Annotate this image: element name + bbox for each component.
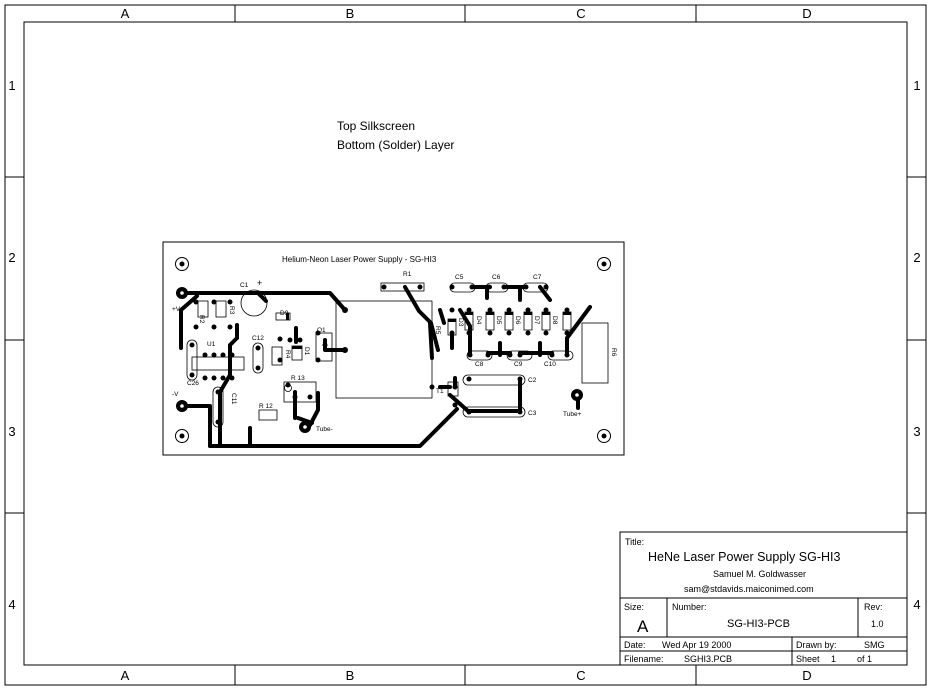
label-tube-plus: Tube+ (563, 411, 582, 418)
sheet-label: Sheet (796, 654, 820, 664)
label-q1: Q1 (317, 327, 326, 334)
label-r2: R2 (198, 315, 205, 324)
label-c2: C2 (528, 377, 537, 384)
zone-row-left-2: 2 (8, 250, 15, 265)
pcb-title: Helium-Neon Laser Power Supply - SG-HI3 (282, 255, 437, 264)
component-fills (286, 312, 571, 349)
label-c5: C5 (455, 274, 464, 281)
filename-label: Filename: (624, 654, 664, 664)
label-c9: C9 (514, 361, 523, 368)
number-value: SG-HI3-PCB (727, 618, 790, 630)
zone-row-right-1: 1 (913, 78, 920, 93)
zone-row-right-3: 3 (913, 424, 920, 439)
date-value: Wed Apr 19 2000 (662, 640, 731, 650)
zone-labels: A B C D A B C D 1 2 3 4 1 2 3 4 (8, 6, 920, 683)
label-d6: D6 (514, 316, 521, 325)
pcb-board: Helium-Neon Laser Power Supply - SG-HI3 (162, 241, 625, 456)
drawn-by-value: SMG (864, 640, 885, 650)
label-c8: C8 (475, 361, 484, 368)
label-c1: C1 (240, 282, 249, 289)
filename-value: SGHI3.PCB (684, 654, 732, 664)
label-d3: D3 (457, 318, 464, 327)
note-bottom-layer: Bottom (Solder) Layer (337, 138, 454, 152)
label-t1: T1 (436, 388, 444, 395)
label-minus-v: -V (172, 391, 179, 398)
zone-row-left-4: 4 (8, 597, 15, 612)
label-d8: D8 (551, 316, 558, 325)
sheet-frame (4, 4, 927, 686)
component-outlines (186, 282, 609, 428)
label-d4: D4 (475, 316, 482, 325)
transformer-outline (335, 300, 433, 399)
zone-col-top-b: B (346, 6, 355, 21)
label-r13: R 13 (291, 375, 305, 382)
zone-col-bottom-d: D (802, 668, 811, 683)
component-labels: C1 + D9 +V R2 R3 U1 C26 -V C12 R4 Q1 D1 … (172, 271, 617, 433)
label-c12: C12 (252, 335, 264, 342)
sheet-of: of 1 (857, 654, 872, 664)
zone-col-bottom-c: C (576, 668, 585, 683)
email: sam@stdavids.maiconimed.com (684, 584, 814, 594)
label-c6: C6 (492, 274, 501, 281)
size-value: A (637, 617, 649, 636)
pcb-outline (162, 241, 625, 456)
title-block: Title: HeNe Laser Power Supply SG-HI3 Sa… (619, 531, 908, 666)
zone-col-top-d: D (802, 6, 811, 21)
label-c10: C10 (544, 361, 556, 368)
label-d7: D7 (533, 316, 540, 325)
label-c26: C26 (187, 380, 199, 387)
zone-row-right-4: 4 (913, 597, 920, 612)
mounting-holes (175, 257, 611, 443)
label-r4: R4 (284, 350, 291, 359)
title-block-grid (619, 531, 908, 666)
label-d5: D5 (495, 316, 502, 325)
drawing-title: HeNe Laser Power Supply SG-HI3 (648, 550, 840, 564)
zone-row-right-2: 2 (913, 250, 920, 265)
label-c1-plus: + (257, 278, 262, 288)
zone-col-top-c: C (576, 6, 585, 21)
label-r5: R5 (434, 326, 441, 335)
label-r1: R1 (403, 271, 412, 278)
label-c11: C11 (230, 393, 237, 405)
size-label: Size: (624, 602, 644, 612)
label-r12: R 12 (259, 403, 273, 410)
note-top-silkscreen: Top Silkscreen (337, 119, 415, 133)
label-r6: R6 (610, 348, 617, 357)
label-c3: C3 (528, 410, 537, 417)
rev-value: 1.0 (871, 619, 884, 629)
title-label: Title: (625, 537, 644, 547)
label-plus-v: +V (172, 306, 181, 313)
large-pads (176, 287, 583, 433)
label-d9: D9 (280, 310, 289, 317)
number-label: Number: (672, 602, 707, 612)
label-d1: D1 (303, 347, 310, 356)
drawn-by-label: Drawn by: (796, 640, 837, 650)
small-pads (189, 284, 570, 425)
author: Samuel M. Goldwasser (713, 569, 806, 579)
zone-col-bottom-a: A (121, 668, 130, 683)
zone-row-left-3: 3 (8, 424, 15, 439)
zone-row-left-1: 1 (8, 78, 15, 93)
label-c7: C7 (533, 274, 542, 281)
rev-label: Rev: (864, 602, 883, 612)
zone-col-bottom-b: B (346, 668, 355, 683)
sheet-number: 1 (831, 654, 836, 664)
label-tube-minus: Tube- (316, 426, 333, 433)
label-u1: U1 (207, 341, 216, 348)
date-label: Date: (624, 640, 646, 650)
zone-col-top-a: A (121, 6, 130, 21)
label-r3: R3 (228, 306, 235, 315)
